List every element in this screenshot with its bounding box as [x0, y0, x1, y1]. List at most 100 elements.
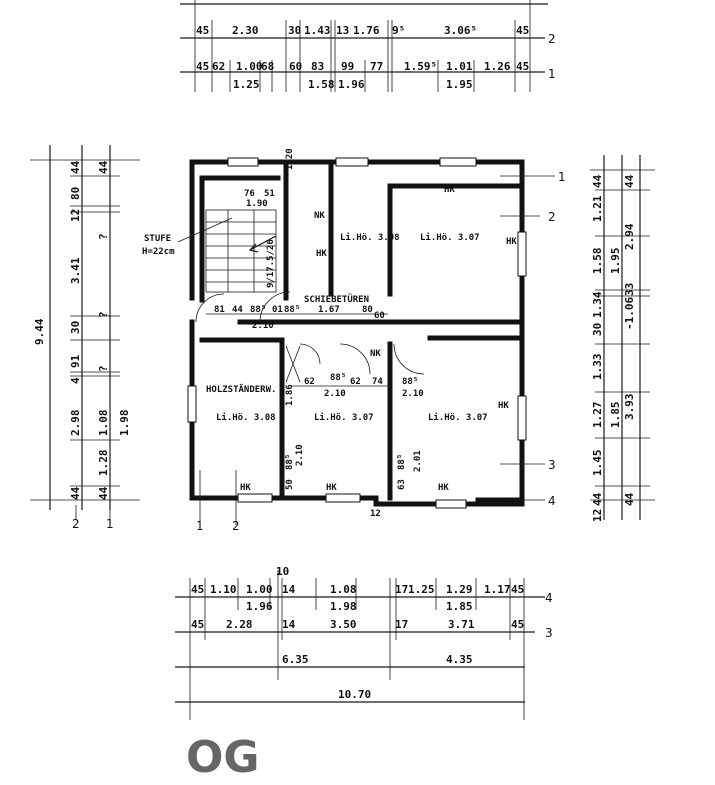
bath-dim-1: 1.86 — [285, 384, 295, 406]
axis-marker-3: 3 — [548, 458, 556, 472]
right-inner-4: 33 — [623, 283, 636, 296]
bath-dim-2: 2.10 — [295, 444, 305, 466]
right-inner-3: 1.95 — [609, 248, 622, 275]
left-outer-6: 91 — [69, 354, 82, 368]
hall-dim-7: 80 — [362, 305, 373, 315]
hall-dim-1: 81 — [214, 305, 225, 315]
door-dim-5: 88⁵ — [402, 377, 418, 387]
axis-label-left-2: 2 — [72, 517, 80, 531]
left-inner-6: 1.28 — [97, 450, 110, 477]
right-outer-4: 30 — [591, 323, 604, 336]
schiebetueren-label: SCHIEBETÜREN — [304, 294, 369, 305]
hk-label-5: HK — [326, 483, 337, 493]
door-sub-1: 2.10 — [324, 389, 346, 399]
nk-label-1: NK — [314, 211, 325, 221]
left-outer-9: 44 — [69, 486, 82, 500]
hall-dim-5: 88⁵ — [284, 305, 300, 315]
right-inner-1: 44 — [623, 174, 636, 188]
top-dim-2-3: 30 — [288, 24, 301, 37]
hk-label-7: HK — [316, 249, 327, 259]
left-dimension-chains: 9.44 44 80 12 3.41 30 91 4 2.98 44 44 ? … — [30, 145, 140, 531]
top-dim-2-4: 1.43 — [304, 24, 331, 37]
left-inner-1: 44 — [97, 160, 110, 174]
top-dim-1-6: 83 — [311, 60, 324, 73]
hall-dim-8: 60 — [374, 311, 385, 321]
door-swings — [195, 291, 425, 383]
left-outer-2: 80 — [69, 187, 82, 200]
top-dim-2-8: 3.06⁵ — [444, 24, 477, 37]
left-outer-7: 4 — [69, 377, 82, 384]
right-inner-6: 1.85 — [609, 402, 622, 429]
hall-dim-3: 88⁵ — [250, 305, 266, 315]
room-label-4: Li.Hö. 3.07 — [314, 412, 374, 423]
left-inner2-1: 1.98 — [118, 410, 131, 437]
axis-label-top-2: 2 — [548, 32, 556, 46]
bottom-dim-3-7: 45 — [511, 618, 524, 631]
right-dimension-chains: 44 1.21 1.58 30 1.34 1.33 1.27 1.45 44 1… — [590, 155, 655, 522]
top-dimension-chains: 45 2.30 30 1.43 13 1.76 9⁵ 3.06⁵ 45 45 6… — [180, 0, 556, 92]
top-dim-1-1: 45 — [196, 60, 209, 73]
bottom-dim-4-7: 1.25 — [408, 583, 435, 596]
right-outer-5: 1.34 — [591, 291, 604, 318]
right-outer-10: 12 — [591, 509, 604, 522]
left-inner-7: 44 — [97, 486, 110, 500]
right-inner-8: 44 — [623, 492, 636, 506]
left-inner-4: ? — [97, 365, 110, 372]
bottom-dim-3-1: 45 — [191, 618, 204, 631]
hk-label-4: HK — [438, 483, 449, 493]
right-outer-7: 1.27 — [591, 402, 604, 429]
axis-marker-1: 1 — [558, 170, 566, 184]
holzstaender-label: HOLZSTÄNDERW. — [206, 384, 276, 395]
hall-dim-4: 01 — [272, 305, 283, 315]
bottom-dim-4-10: 45 — [511, 583, 524, 596]
axis-marker-2: 2 — [548, 210, 556, 224]
top-dim-2-2: 2.30 — [232, 24, 259, 37]
right-outer-2: 1.21 — [591, 195, 604, 222]
bath-dim-6: 88⁵ — [397, 454, 407, 470]
top-subdim-4: 1.95 — [446, 78, 473, 91]
axis-markers: 1 2 3 4 1 2 — [196, 170, 566, 533]
top-dim-2-1: 45 — [196, 24, 209, 37]
top-dim-2-9: 45 — [516, 24, 529, 37]
right-outer-8: 1.45 — [591, 450, 604, 477]
staircase: STUFE H=22cm 76 51 1.90 9/17.5/26 1.20 — [142, 148, 295, 293]
bottom-dim-4-4: 14 — [282, 583, 296, 596]
top-dim-2-5: 13 — [336, 24, 349, 37]
door-dim-1: 62 — [304, 377, 315, 387]
right-inner-5: -1.06 — [623, 297, 636, 330]
left-outer-8: 2.98 — [69, 410, 82, 437]
stufe-label: STUFE — [144, 234, 171, 244]
bath-dim-4: 88⁵ — [285, 454, 295, 470]
top-dim-2-6: 1.76 — [353, 24, 380, 37]
hall-dimensions: 81 44 88⁵ 01 88⁵ 1.67 80 60 2.10 62 88⁵ … — [206, 305, 424, 519]
top-dim-1-10: 1.01 — [446, 60, 473, 73]
bottom-subdim-2: 1.98 — [330, 600, 357, 613]
top-subdim-1: 1.25 — [233, 78, 260, 91]
bath-dim-3: 50 — [285, 479, 295, 490]
bottom-dim-4-2: 1.10 — [210, 583, 237, 596]
bottom-dim-3-2: 2.28 — [226, 618, 253, 631]
left-inner-2: ? — [97, 233, 110, 240]
stufe-height: H=22cm — [142, 247, 175, 257]
axis-marker-bottom-2: 2 — [232, 519, 240, 533]
door-dim-2: 88⁵ — [330, 373, 346, 383]
room-label-1: Li.Hö. 3.08 — [340, 232, 400, 243]
left-inner-5: 1.08 — [97, 410, 110, 437]
top-dim-1-2: 62 — [212, 60, 225, 73]
top-dim-1-8: 77 — [370, 60, 383, 73]
top-subdim-3: 1.96 — [338, 78, 365, 91]
right-outer-3: 1.58 — [591, 248, 604, 275]
bottom-dim-4-1: 45 — [191, 583, 204, 596]
hall-dim-2: 44 — [232, 305, 243, 315]
room-label-2: Li.Hö. 3.07 — [420, 232, 480, 243]
right-outer-1: 44 — [591, 174, 604, 188]
hk-label-2: HK — [506, 237, 517, 247]
left-total: 9.44 — [33, 318, 46, 345]
hall-dim-6: 1.67 — [318, 305, 340, 315]
left-outer-4: 3.41 — [69, 257, 82, 284]
bottom-dim-3-3: 14 — [282, 618, 296, 631]
top-dim-1-11: 1.26 — [484, 60, 511, 73]
top-dim-1-4: 68 — [261, 60, 274, 73]
axis-marker-4: 4 — [548, 494, 556, 508]
